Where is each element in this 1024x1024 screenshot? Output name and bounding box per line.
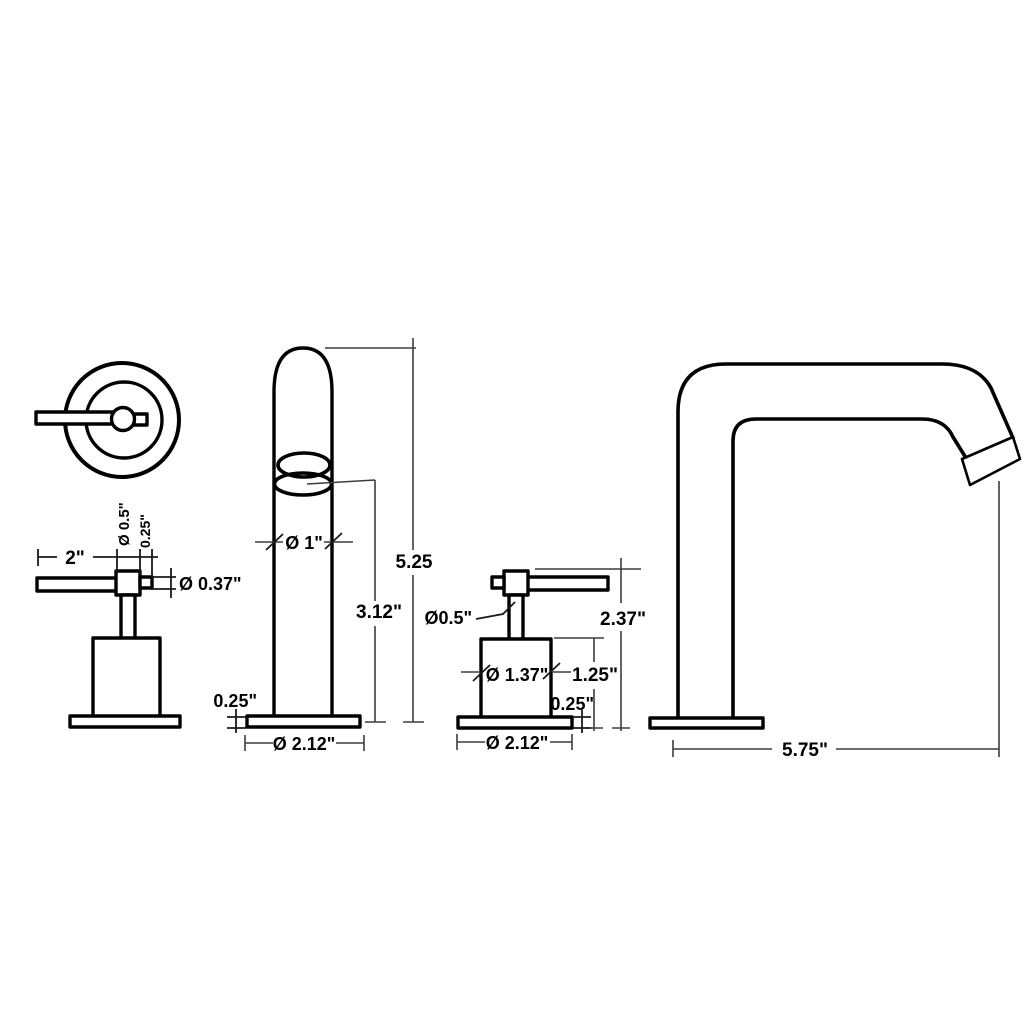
- dim-label-valve-overall-height: 2.37": [600, 609, 646, 630]
- spout-column-body: [272, 346, 334, 719]
- spout-outlet-upper-ellipse: [276, 451, 332, 479]
- valve-lever-stub-front: [490, 575, 506, 590]
- dim-line-spout-reach: [672, 481, 1000, 757]
- dim-bracket-spout-base-height: [227, 709, 246, 733]
- dim-ticks-lever-length: [37, 549, 153, 576]
- valve-stem-front: [507, 593, 525, 642]
- handle-top-view: [34, 361, 181, 479]
- handle-knob-circle: [109, 405, 137, 433]
- handle-front-view: [456, 569, 610, 730]
- handle-stem-side: [119, 593, 137, 641]
- dim-line-valve-base-diameter: [456, 734, 573, 750]
- handle-base-plate-side: [68, 714, 182, 729]
- dim-label-outlet-height: 3.12": [356, 602, 402, 623]
- spout-base-plate-side: [648, 716, 765, 730]
- valve-base-plate-front: [456, 715, 574, 730]
- spout-front-dimensions: Ø 1" 5.25 3.12" 0.25" Ø 2.12": [213, 338, 433, 754]
- dim-line-spout-base-diameter: [244, 735, 365, 751]
- spout-base-plate-front: [245, 714, 362, 729]
- handle-lever-stub-side: [138, 575, 154, 590]
- handle-body-side: [91, 636, 162, 720]
- dim-label-overall-height: 5.25: [396, 552, 433, 573]
- handle-side-view: [35, 569, 182, 729]
- dim-label-lever-diameter: Ø 0.37": [179, 574, 242, 594]
- dim-bracket-valve-base-height: [573, 710, 591, 733]
- dim-line-outlet-height: [306, 479, 386, 723]
- spout-outer-profile: [676, 362, 1015, 720]
- spout-outlet-lower-ellipse: [272, 471, 334, 497]
- valve-lever-front: [525, 575, 610, 592]
- dim-line-valve-body-height: [554, 637, 604, 731]
- dim-slashes-valve-body-diameter: [472, 662, 561, 682]
- handle-front-dimensions: Ø0.5" 2.37" 1.25" 0.25" Ø 1.37" Ø 2.12": [424, 558, 646, 753]
- dim-label-stem-diameter: Ø 0.5": [116, 502, 133, 546]
- handle-lever-top: [34, 410, 118, 426]
- valve-body-front: [479, 637, 553, 720]
- spout-side-view: [648, 362, 1022, 730]
- dim-label-spout-base-height: 0.25": [213, 691, 257, 711]
- spout-nozzle-tip: [960, 435, 1022, 487]
- dim-label-valve-body-diameter: Ø 1.37": [486, 665, 549, 685]
- valve-joint-block: [502, 569, 530, 597]
- dim-label-spout-diameter: Ø 1": [285, 533, 323, 553]
- spout-front-view: [245, 346, 362, 729]
- dim-label-lever-length: 2": [65, 548, 85, 569]
- dim-label-stub-length: 0.25": [137, 514, 153, 548]
- spout-side-dimensions: 5.75": [672, 481, 1000, 761]
- handle-side-dimensions: 2" Ø 0.5" 0.25" Ø 0.37": [37, 502, 242, 598]
- dim-label-valve-stem-diameter: Ø0.5": [424, 608, 472, 628]
- handle-lever-side: [35, 576, 119, 593]
- spout-inner-profile: [731, 417, 968, 720]
- leader-valve-stem-diameter: [475, 601, 516, 620]
- dim-label-valve-base-diameter: Ø 2.12": [486, 733, 549, 753]
- dim-label-valve-body-height: 1.25": [572, 665, 618, 686]
- handle-joint-block: [114, 569, 142, 597]
- dim-label-valve-base-height: 0.25": [550, 694, 594, 714]
- dim-label-spout-base-diameter: Ø 2.12": [273, 734, 336, 754]
- dim-line-valve-overall-height: [535, 558, 641, 731]
- dim-line-overall-height: [325, 338, 424, 723]
- dim-label-spout-reach: 5.75": [782, 740, 828, 761]
- dim-bracket-lever-diameter: [151, 568, 176, 598]
- dim-slashes-spout-diameter: [265, 532, 343, 551]
